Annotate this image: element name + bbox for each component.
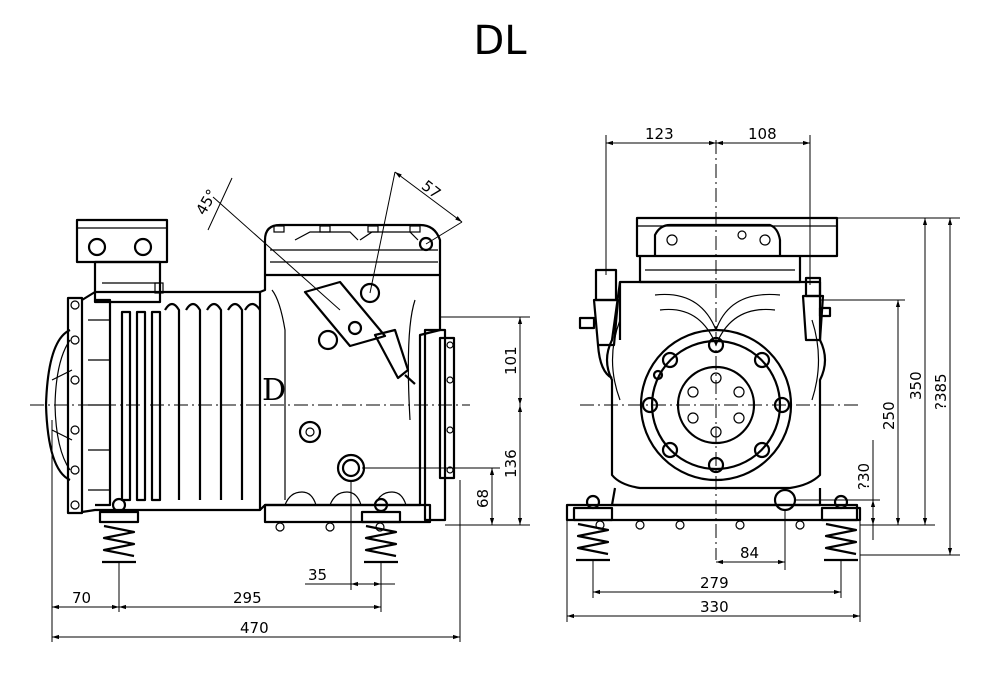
svg-text:?385: ?385 xyxy=(932,373,950,410)
svg-text:70: 70 xyxy=(72,589,91,607)
dim-horizontal-front: 84 279 330 xyxy=(566,510,861,622)
svg-text:279: 279 xyxy=(700,574,729,592)
svg-text:84: 84 xyxy=(740,544,759,562)
dim-vertical-front: ?385 350 250 ?30 xyxy=(795,217,960,556)
dim-top-front: 123 108 xyxy=(605,125,811,285)
svg-text:470: 470 xyxy=(240,619,269,637)
dim-vertical-side: 101 136 68 xyxy=(362,316,530,526)
svg-text:295: 295 xyxy=(233,589,262,607)
svg-text:350: 350 xyxy=(907,371,925,400)
front-view: 123 108 ?385 350 250 ?30 xyxy=(565,125,960,622)
motor-end-cap xyxy=(44,296,84,515)
svg-text:250: 250 xyxy=(880,401,898,430)
svg-text:123: 123 xyxy=(645,125,674,143)
svg-text:57: 57 xyxy=(418,177,444,203)
front-base xyxy=(565,487,859,530)
svg-text:68: 68 xyxy=(474,489,492,508)
service-valve xyxy=(303,236,434,385)
svg-text:101: 101 xyxy=(502,346,520,375)
svg-text:330: 330 xyxy=(700,598,729,616)
dim-horizontal-side: 70 295 470 35 xyxy=(51,420,461,642)
front-valve-right xyxy=(801,276,832,342)
terminal-box xyxy=(75,218,169,304)
svg-text:136: 136 xyxy=(502,449,520,478)
svg-text:45°: 45° xyxy=(192,186,221,218)
front-head xyxy=(635,216,839,284)
side-view: D xyxy=(30,171,530,642)
crankcase: D xyxy=(259,273,442,532)
front-flange-circle xyxy=(639,328,793,482)
svg-text:108: 108 xyxy=(748,125,777,143)
front-flange xyxy=(423,328,456,522)
svg-text:35: 35 xyxy=(308,566,327,584)
front-body xyxy=(605,280,827,490)
svg-text:?30: ?30 xyxy=(855,463,873,490)
cylinder-head xyxy=(263,223,442,275)
side-spring-left xyxy=(98,497,140,564)
body-letter: D xyxy=(262,373,286,408)
motor-housing xyxy=(81,290,262,514)
dim-angle-45: 45° xyxy=(192,177,341,311)
drawing-title: DL xyxy=(473,18,527,64)
